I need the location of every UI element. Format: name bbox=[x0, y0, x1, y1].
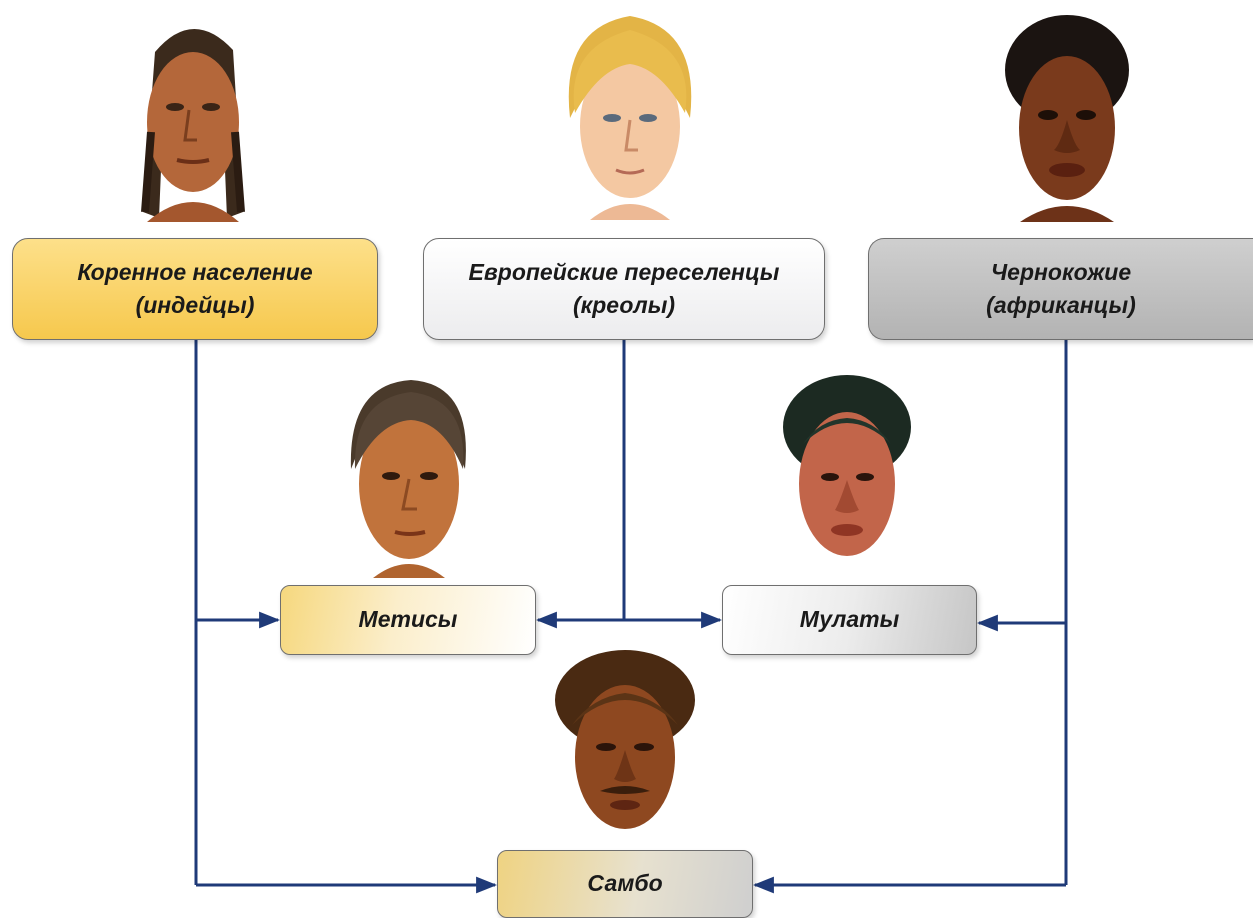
zambo-portrait bbox=[555, 650, 695, 829]
europeans-label: Европейские переселенцы (креолы) bbox=[468, 258, 780, 318]
african-portrait bbox=[1005, 15, 1129, 222]
natives-label: Коренное население (индейцы) bbox=[77, 258, 313, 318]
mestizos-box: Метисы bbox=[280, 585, 536, 655]
zambos-label: Самбо bbox=[587, 870, 663, 897]
africans-label: Чернокожие (африканцы) bbox=[986, 258, 1136, 318]
natives-box: Коренное население (индейцы) bbox=[12, 238, 378, 340]
mulattos-label: Мулаты bbox=[799, 606, 900, 633]
mulatto-portrait bbox=[783, 375, 911, 556]
zambos-box: Самбо bbox=[497, 850, 753, 918]
africans-box: Чернокожие (африканцы) bbox=[868, 238, 1253, 340]
mulattos-box: Мулаты bbox=[722, 585, 977, 655]
european-portrait bbox=[568, 16, 692, 220]
europeans-box: Европейские переселенцы (креолы) bbox=[423, 238, 825, 340]
indian-portrait bbox=[141, 28, 245, 222]
mestizo-portrait bbox=[350, 380, 466, 578]
mestizos-label: Метисы bbox=[358, 606, 458, 633]
